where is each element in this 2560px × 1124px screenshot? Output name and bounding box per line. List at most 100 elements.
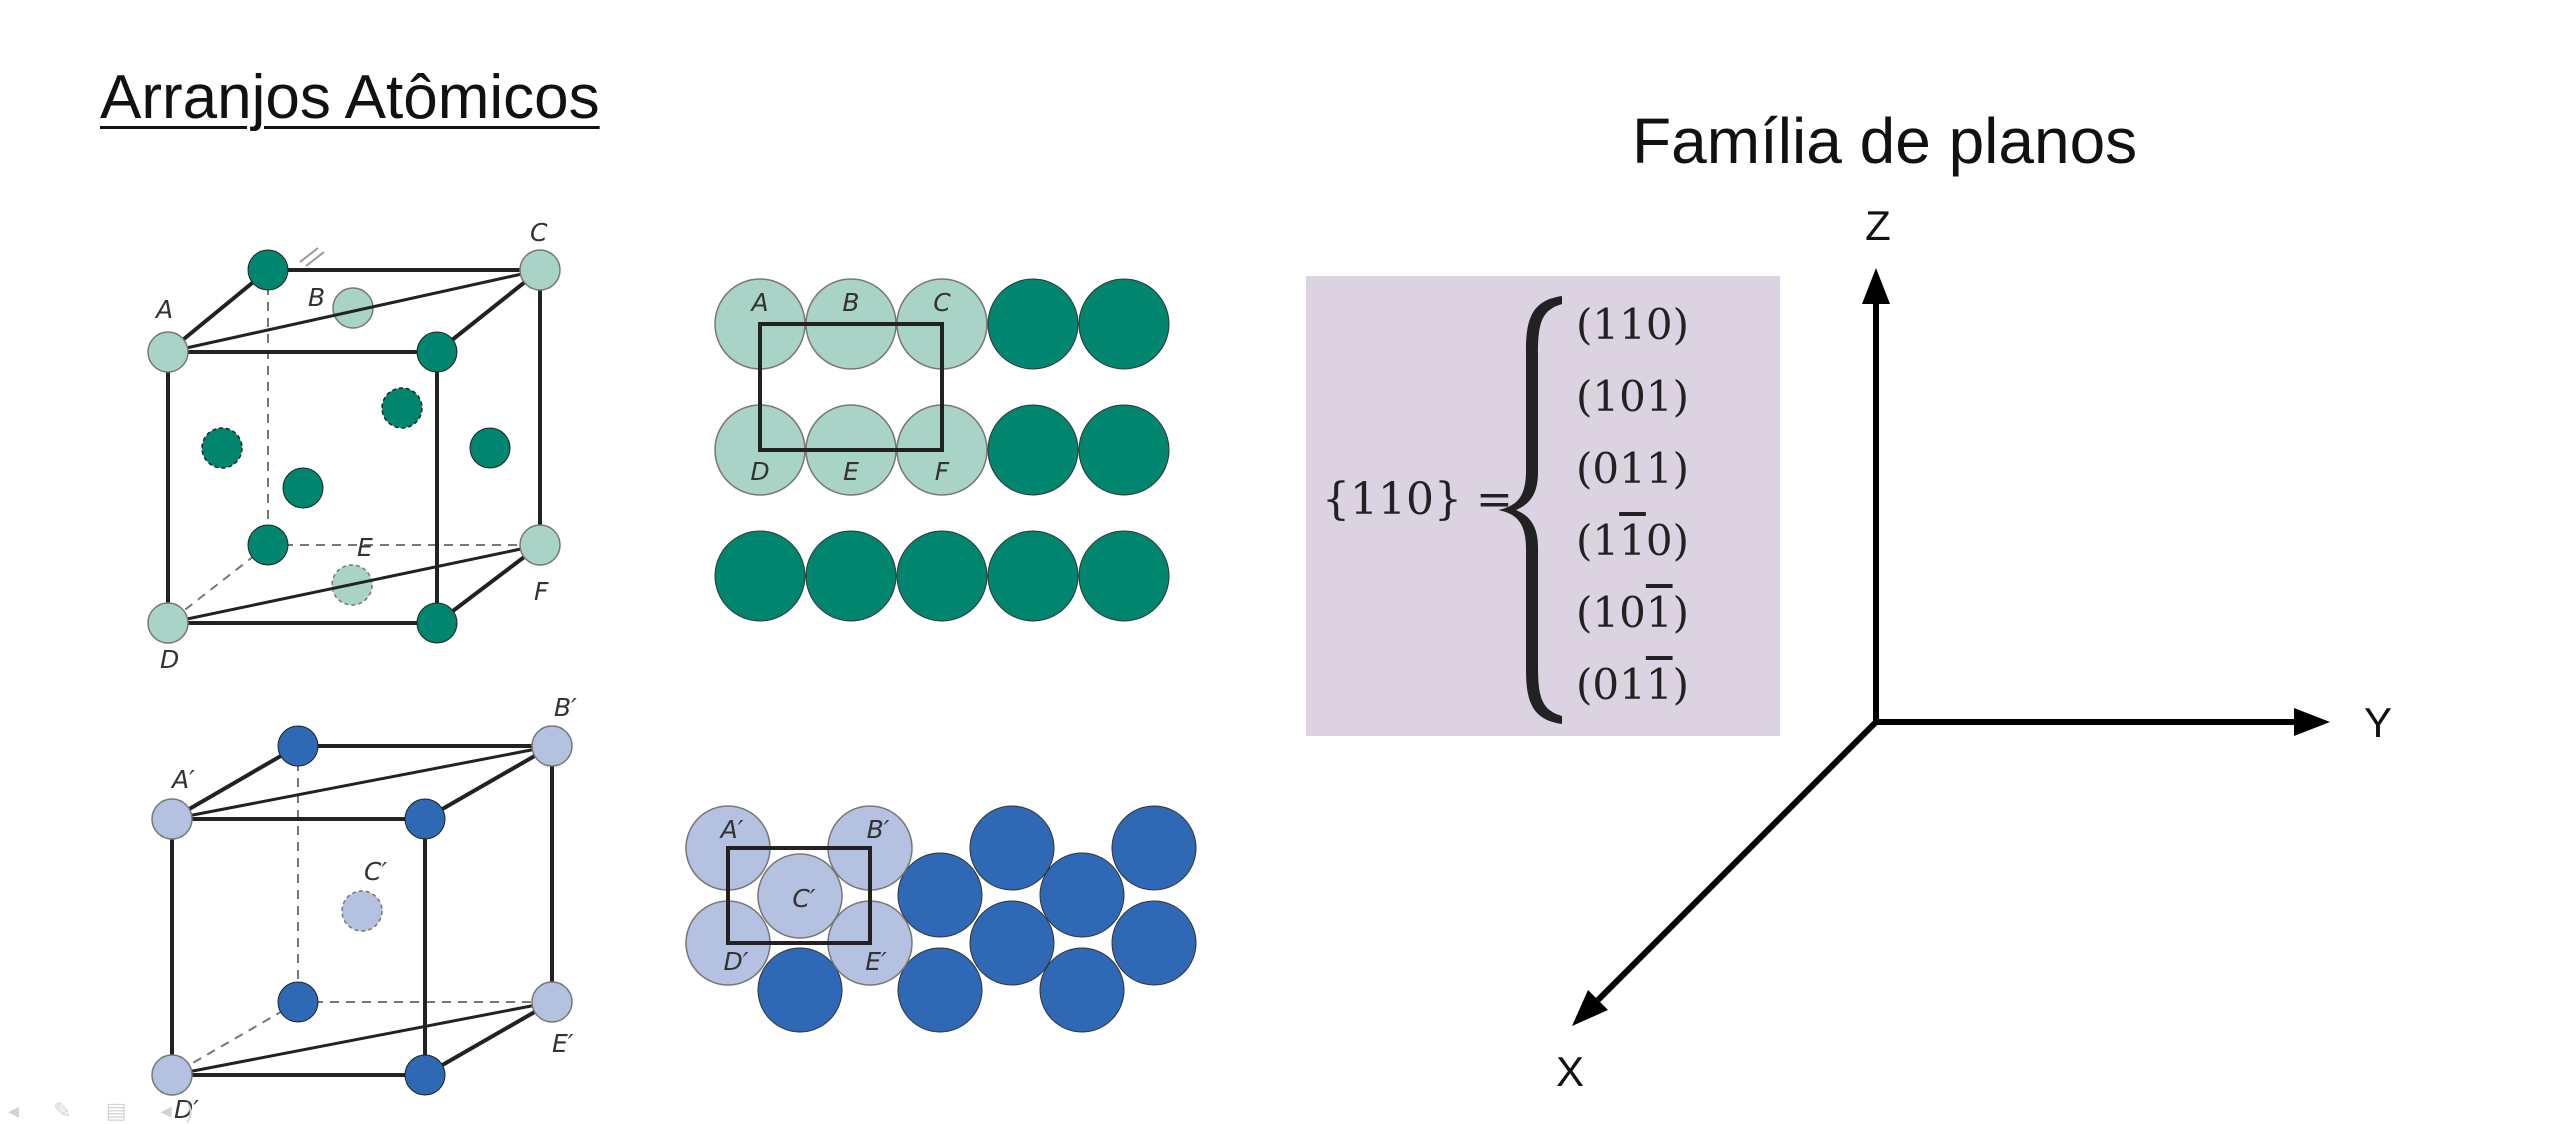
coordinate-axes: Z Y X [1556,202,2392,1095]
bcc-hidden-edge [171,1001,299,1076]
bcc-plane-atom-dark [1111,805,1197,891]
fcc-label-e: E [357,533,373,562]
bcc-plane-atom-dark [1111,900,1197,986]
y-axis-arrowhead [2294,708,2330,736]
x-axis [1595,719,1879,1003]
fcc-plane-atom-dark [1078,530,1170,622]
miller-digit: 0 [1645,300,1673,349]
bcc-corner-atom-dark [404,1054,446,1096]
fcc-plane-label-c: C [933,288,951,317]
miller-digit: 1 [1645,444,1673,493]
bcc-plane-atom-dark [969,805,1055,891]
fcc-plane-atom-dark [987,278,1079,370]
fcc-plane-atom-dark [987,530,1079,622]
fcc-plane-label-a: A [749,288,768,317]
fcc-plane-atom-dark [987,404,1079,496]
miller-digit: 1 [1619,516,1646,565]
bcc-center-atom [341,890,383,932]
fcc-plane-label-d: D [750,457,769,486]
miller-digit: 1 [1619,444,1646,493]
miller-digit: 0 [1592,660,1620,709]
bcc-plane-label-a: A′ [719,815,744,844]
bcc-plane-label-e: E′ [865,947,887,976]
miller-digit: 1 [1592,516,1620,565]
miller-paren: ( [1576,660,1593,709]
bcc-plane-label-c: C′ [792,884,815,913]
miller-digit: 1 [1592,300,1620,349]
fcc-plane-atom-dark [805,530,897,622]
fcc-corner-atom-light [519,524,561,566]
fcc-label-b: B [308,283,325,312]
bcc-plane-atom-dark [897,947,983,1033]
bcc-corner-atom-light [151,798,193,840]
miller-paren: ) [1672,372,1689,421]
miller-index-row: (011) [1576,660,1689,709]
bcc-label-d: D′ [174,1095,199,1124]
miller-digit: 1 [1645,660,1673,709]
plane-family-box [1306,276,1780,736]
pen-mark [299,247,319,263]
fcc-plane-atom-dark [1078,278,1170,370]
bcc-corner-atom-dark [277,981,319,1023]
bcc-label-a: A′ [170,765,195,794]
fcc-corner-atom-light [147,331,189,373]
bcc-plane-layout: A′ B′ C′ D′ E′ [685,805,1197,1033]
bcc-plane-atom-dark [897,852,983,938]
fcc-plane-diagonal [167,268,541,354]
bcc-corner-atom-dark [404,798,446,840]
miller-paren: ( [1576,516,1593,565]
miller-digit: 0 [1619,588,1646,637]
bcc-label-c: C′ [364,857,387,886]
miller-paren: ( [1576,588,1593,637]
miller-index-row: (101) [1576,588,1689,637]
fcc-corner-atom-dark [247,524,289,566]
bcc-top-edges [170,744,560,821]
bcc-plane-unit-rect [726,846,872,945]
bcc-plane-label-d: D′ [724,947,749,976]
fcc-face-atom-dark [201,427,243,469]
fcc-plane-label-e: E [843,457,859,486]
z-axis-label: Z [1865,202,1891,249]
miller-paren: ) [1672,588,1689,637]
fcc-plane-diagonal [167,543,541,625]
fcc-plane-label-b: B [842,288,859,317]
fcc-corner-atom-dark [416,602,458,644]
fcc-plane-unit-rect [758,322,944,452]
miller-paren: ( [1576,300,1593,349]
bcc-corner-atom-dark [277,725,319,767]
family-notation: {110} = [1322,474,1513,525]
bcc-plane-atom-dark [1039,947,1125,1033]
slide-nav-controls[interactable]: ◂ ✎ ▤ ◂) [8,1098,207,1123]
bcc-plane-atom-dark [969,900,1055,986]
bcc-label-b: B′ [554,693,577,722]
miller-paren: ) [1672,660,1689,709]
fcc-hidden-edge [167,544,269,624]
miller-paren: ( [1576,444,1593,493]
miller-digit: 1 [1619,300,1646,349]
fcc-plane-atom-dark [1078,404,1170,496]
miller-index-row: (110) [1576,516,1689,565]
fcc-face-atom-dark [469,427,511,469]
y-axis-label: Y [2364,699,2392,746]
bcc-plane-atom-dark [757,947,843,1033]
fcc-top-edges [166,268,546,354]
miller-digit: 1 [1619,660,1646,709]
bcc-plane-label-b: B′ [867,815,890,844]
family-title: Família de planos [1632,105,2138,177]
miller-paren: ) [1672,444,1689,493]
fcc-label-d: D [160,645,179,674]
miller-digit: 1 [1592,588,1620,637]
pen-mark [305,251,325,267]
fcc-label-c: C [530,218,548,247]
miller-digit: 1 [1592,372,1620,421]
fcc-plane-layout: A B C D E F [714,278,1170,622]
bcc-label-e: E′ [552,1029,574,1058]
fcc-corner-atom-light [519,249,561,291]
fcc-face-atom-dark [282,467,324,509]
bcc-plane-diagonal [171,1000,553,1077]
bcc-corner-atom-light [531,725,573,767]
bcc-right-edges [424,746,554,1077]
miller-index-row: (110) [1576,300,1689,349]
miller-digit: 0 [1592,444,1620,493]
